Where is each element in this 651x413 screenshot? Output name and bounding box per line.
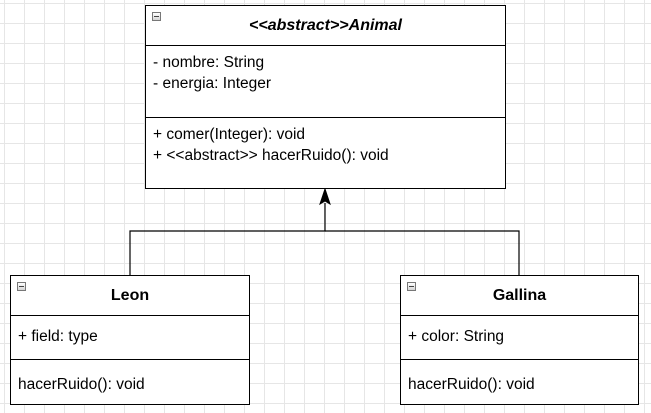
minus-square-icon[interactable] (407, 282, 416, 291)
connector-leon-to-animal[interactable] (129, 203, 326, 275)
attribute-nombre[interactable]: - nombre: String (153, 54, 265, 71)
class-title-animal[interactable]: <<abstract>>Animal (249, 16, 402, 34)
attribute-energia[interactable]: - energia: Integer (153, 75, 272, 92)
operation-comer[interactable]: + comer(Integer): void (153, 126, 306, 143)
attributes-section-leon: + field: type (11, 316, 249, 360)
class-title-leon[interactable]: Leon (110, 286, 150, 304)
operations-section-leon: hacerRuido(): void (11, 360, 249, 401)
operation-hacer-ruido-leon[interactable]: hacerRuido(): void (18, 376, 145, 393)
attributes-section-animal: - nombre: String - energia: Integer (146, 46, 505, 118)
operations-section-animal: + comer(Integer): void + <<abstract>> ha… (146, 118, 505, 172)
class-gallina[interactable]: Gallina + color: String hacerRuido(): vo… (400, 275, 639, 405)
inheritance-arrowhead (319, 187, 331, 206)
minus-square-icon[interactable] (152, 12, 161, 21)
operation-hacer-ruido-gallina[interactable]: hacerRuido(): void (408, 376, 535, 393)
operation-hacer-ruido-abstract[interactable]: + <<abstract>> hacerRuido(): void (153, 147, 389, 164)
connector-gallina-to-animal[interactable] (325, 230, 520, 275)
class-header-leon: Leon (11, 276, 249, 316)
attribute-field[interactable]: + field: type (18, 328, 98, 345)
class-leon[interactable]: Leon + field: type hacerRuido(): void (10, 275, 250, 405)
attribute-color[interactable]: + color: String (408, 328, 505, 345)
minus-square-icon[interactable] (17, 282, 26, 291)
operations-section-gallina: hacerRuido(): void (401, 360, 638, 401)
class-title-gallina[interactable]: Gallina (492, 286, 547, 304)
class-header-animal: <<abstract>>Animal (146, 6, 505, 46)
class-animal[interactable]: <<abstract>>Animal - nombre: String - en… (145, 5, 506, 189)
class-header-gallina: Gallina (401, 276, 638, 316)
attributes-section-gallina: + color: String (401, 316, 638, 360)
